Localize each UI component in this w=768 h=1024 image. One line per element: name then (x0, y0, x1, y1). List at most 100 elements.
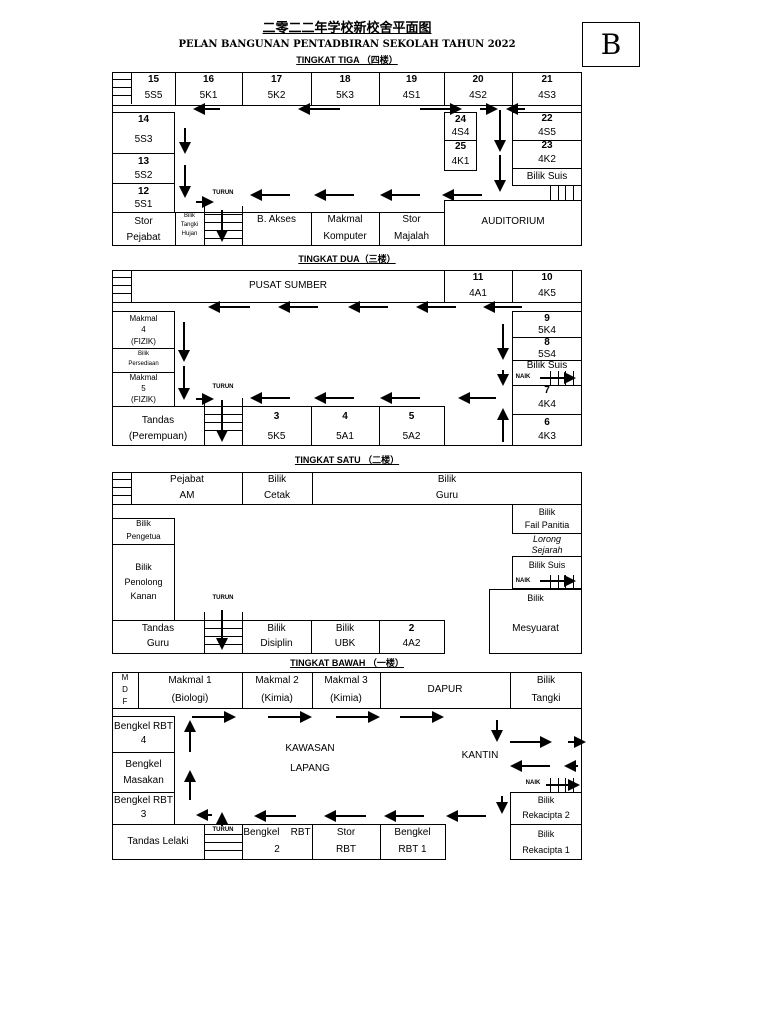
lorong-sejarah-1: Lorong (532, 534, 562, 544)
room-15-num: 15 (147, 74, 160, 85)
bilik-pengetua-1: Bilik (136, 519, 151, 528)
room-9-name: 5K4 (538, 325, 556, 336)
title-chinese: 二零二二年学校新校舍平面图 (262, 21, 432, 36)
bilik-guru-1: Bilik (437, 474, 457, 485)
room-23-name: 4K2 (538, 154, 556, 165)
room-5-num: 5 (408, 411, 415, 422)
block-letter: B (600, 28, 622, 61)
room-20-name: 4S2 (469, 90, 487, 101)
bilik-pengetua-2: Pengetua (126, 532, 161, 541)
mdf-2: D (122, 685, 128, 694)
room-3-num: 3 (273, 411, 280, 422)
room-3-name: 5K5 (267, 431, 286, 442)
auditorium: AUDITORIUM (481, 216, 545, 227)
tangki-hujan-3: Hujan (181, 231, 198, 237)
room-25-name: 4K1 (451, 156, 470, 167)
pejabat-am-1: Pejabat (170, 474, 204, 485)
mdf-1: M (121, 673, 129, 682)
lorong-sejarah-2: Sejarah (531, 545, 563, 555)
stair-hatch (112, 270, 132, 302)
bilik-suis-tiga: Bilik Suis (526, 171, 568, 182)
makmal-4-1: Makmal (129, 314, 158, 323)
stor-rbt-1: Stor (336, 827, 356, 838)
turun-label-dua: TURUN (212, 384, 234, 390)
bengkel-rbt3-2: 3 (140, 809, 147, 820)
room-22-name: 4S5 (538, 127, 556, 138)
room-8-name: 5S4 (538, 349, 556, 360)
mesyuarat-2: Mesyuarat (512, 623, 559, 634)
dapur: DAPUR (427, 684, 463, 695)
bengkel-rbt1-2: RBT 1 (398, 844, 427, 855)
mdf-3: F (122, 697, 128, 706)
stair-hatch (204, 824, 242, 860)
room-7-name: 4K4 (538, 399, 556, 410)
makmal-5-1: Makmal (129, 373, 158, 382)
stor-majalah-2: Majalah (393, 231, 430, 242)
room-2-name: 4A2 (402, 638, 421, 649)
room-7-num: 7 (544, 385, 550, 396)
stair-hatch (112, 72, 132, 104)
makmal-4-3: (FIZIK) (131, 337, 156, 346)
bengkel-masakan-2: Masakan (123, 775, 164, 786)
room-8-num: 8 (544, 337, 550, 348)
stor-majalah-1: Stor (402, 214, 421, 225)
room-13-name: 5S2 (134, 170, 153, 181)
room-21-num: 21 (541, 74, 553, 85)
room-24-num: 24 (454, 114, 467, 125)
bilik-suis-satu: Bilik Suis (528, 560, 566, 570)
makmal-5-2: 5 (141, 384, 146, 393)
pejabat-am-2: AM (179, 490, 195, 501)
turun-label-satu: TURUN (212, 595, 234, 601)
penolong-kanan-2: Penolong (124, 577, 163, 587)
makmal-3-a: Makmal 3 (324, 675, 368, 686)
kantin: KANTIN (461, 750, 499, 761)
bilik-suis-dua: Bilik Suis (526, 360, 568, 371)
tandas-perempuan-1: Tandas (141, 415, 175, 426)
bilik-persediaan-1: Bilik (137, 351, 149, 357)
penolong-kanan-1: Bilik (135, 562, 152, 572)
room-14-num: 14 (137, 114, 150, 125)
bengkel-rbt1-1: Bengkel (394, 827, 431, 838)
makmal-komputer-1: Makmal (327, 214, 363, 225)
room-4-name: 5A1 (336, 431, 354, 442)
bilik-tangki-1: Bilik (536, 675, 556, 686)
bilik-guru-2: Guru (435, 490, 459, 501)
tangki-hujan-2: Tangki (180, 222, 199, 228)
bilik-cetak-1: Bilik (267, 474, 287, 485)
room-10-name: 4K5 (538, 288, 556, 299)
rekacipta2-1: Bilik (537, 795, 555, 805)
room-17-num: 17 (270, 74, 283, 85)
fail-panitia-1: Bilik (538, 507, 556, 517)
block-label-box: B (582, 22, 640, 67)
ubk-1: Bilik (335, 623, 355, 634)
room-14-name: 5S3 (134, 134, 153, 145)
room-17-name: 5K2 (267, 90, 286, 101)
room-18-name: 5K3 (336, 90, 354, 101)
floor-label-satu: TINGKAT SATU （二楼） (294, 455, 400, 465)
room-4-num: 4 (342, 411, 348, 422)
kawasan-lapang-2: LAPANG (290, 763, 330, 774)
stor-rbt-2: RBT (336, 844, 356, 855)
room-19-name: 4S1 (402, 90, 421, 101)
rekacipta2-2: Rekacipta 2 (522, 810, 570, 820)
floor-satu-outline (112, 472, 582, 654)
makmal-3-b: (Kimia) (330, 693, 362, 704)
tandas-guru-2: Guru (146, 638, 170, 649)
naik-label-dua: NAIK (515, 374, 531, 380)
floor-tiga-outline (112, 72, 582, 246)
tangki-hujan-1: Bilik (183, 213, 195, 219)
b-akses: B. Akses (257, 214, 296, 225)
room-21-name: 4S3 (538, 90, 556, 101)
makmal-1-a: Makmal 1 (168, 675, 212, 686)
floor-label-tiga: TINGKAT TIGA （四楼） (296, 55, 398, 65)
floor-bawah-outline (112, 672, 582, 860)
room-9-num: 9 (544, 313, 550, 324)
title-malay: PELAN BANGUNAN PENTADBIRAN SEKOLAH TAHUN… (178, 39, 516, 50)
kawasan-lapang-1: KAWASAN (285, 743, 335, 754)
naik-label-bawah: NAIK (525, 780, 541, 786)
room-6-num: 6 (544, 417, 550, 428)
turun-label-tiga: TURUN (212, 190, 234, 196)
pusat-sumber: PUSAT SUMBER (249, 280, 327, 291)
room-11-name: 4A1 (469, 288, 487, 299)
room-20-num: 20 (472, 74, 484, 85)
